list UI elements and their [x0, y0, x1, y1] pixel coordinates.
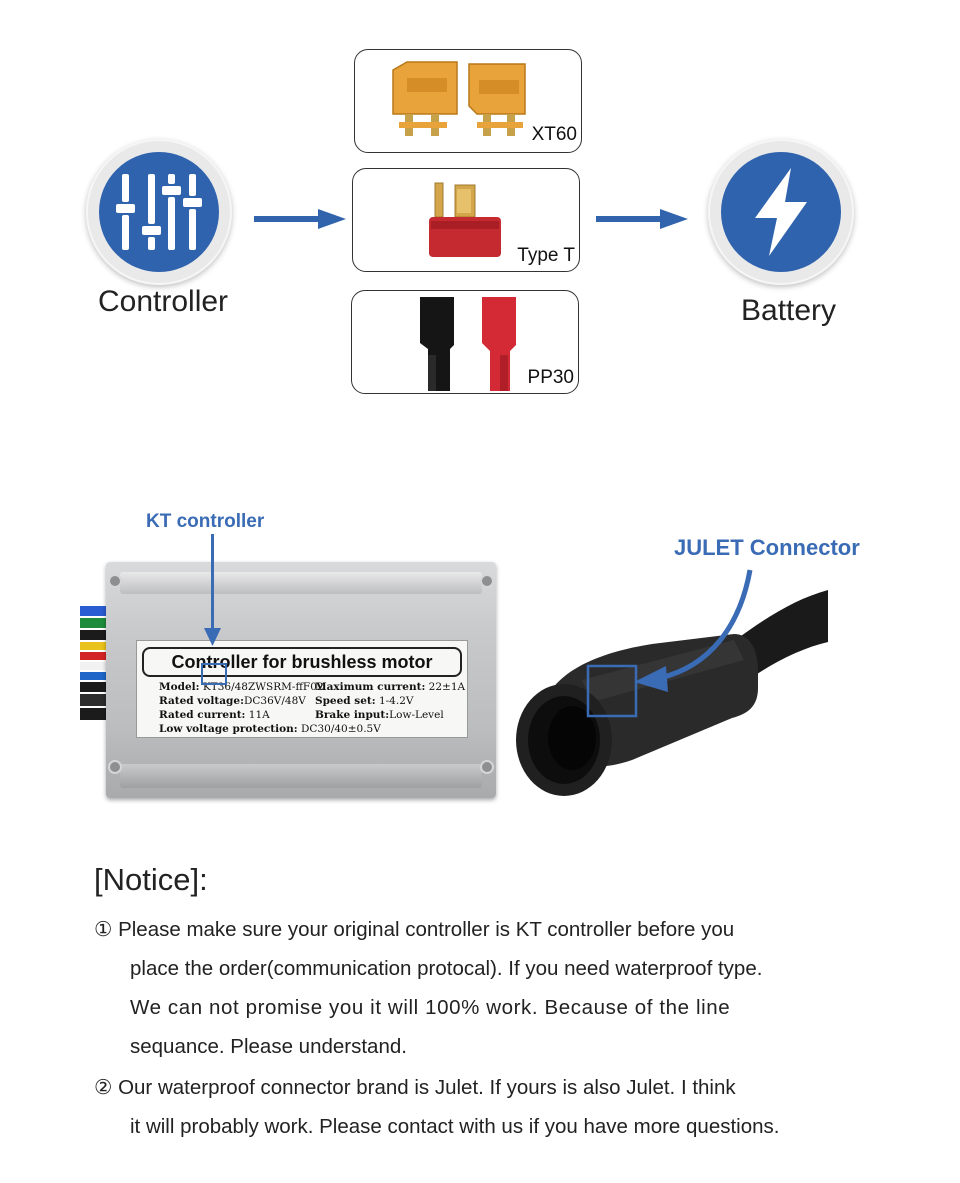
controller-label: Controller: [98, 285, 229, 318]
battery-icon-circle: [708, 139, 854, 285]
lightning-bolt-icon: [721, 152, 841, 272]
screw-icon: [108, 760, 122, 774]
controller-spec-plate: Controller for brushless motor Model: KT…: [136, 640, 468, 738]
screw-icon: [480, 574, 494, 588]
arrow-right-icon: [254, 209, 346, 229]
connector-pp30-label: PP30: [527, 367, 574, 388]
connector-pp30-box: PP30: [351, 290, 579, 394]
connector-xt60-box: XT60: [354, 49, 582, 153]
screw-icon: [480, 760, 494, 774]
notice-title: [Notice]:: [94, 862, 208, 897]
pp30-plug-icon: [420, 297, 516, 391]
julet-pointer-arrow: [634, 569, 753, 692]
notice-line-2: place the order(communication protocal).…: [130, 957, 763, 980]
spec-speed-set: Speed set: 1-4.2V: [315, 695, 414, 707]
connector-type-t-label: Type T: [517, 245, 575, 266]
kt-pointer-arrow: [201, 534, 227, 685]
screw-icon: [108, 574, 122, 588]
julet-connector-label: JULET Connector: [674, 535, 860, 560]
notice-line-5: ② Our waterproof connector brand is Jule…: [94, 1076, 736, 1099]
controller-plate-title: Controller for brushless motor: [142, 647, 462, 677]
controller-wires: [80, 606, 130, 720]
connector-xt60-label: XT60: [531, 124, 577, 145]
controller-icon-circle: [86, 139, 232, 285]
kt-controller-photo: Controller for brushless motor Model: KT…: [106, 562, 496, 798]
spec-rated-current: Rated current: 11A: [159, 709, 270, 721]
spec-model: Model: KT36/48ZWSRM-ffF02: [159, 681, 324, 693]
spec-rated-voltage: Rated voltage:DC36V/48V: [159, 695, 306, 707]
sliders-icon: [99, 152, 219, 272]
spec-low-voltage: Low voltage protection: DC30/40±0.5V: [159, 723, 381, 735]
controller-top-fin: [120, 572, 482, 594]
connector-type-t-box: Type T: [352, 168, 580, 272]
notice-line-3: We can not promise you it will 100% work…: [130, 996, 731, 1019]
spec-brake-input: Brake input:Low-Level: [315, 709, 444, 721]
julet-connector-photo: [516, 590, 828, 796]
arrow-right-icon: [596, 209, 688, 229]
notice-line-6: it will probably work. Please contact wi…: [130, 1115, 780, 1138]
battery-label: Battery: [741, 294, 837, 327]
controller-bottom-fin: [120, 764, 482, 788]
xt60-plug-icon: [392, 61, 526, 136]
type-t-plug-icon: [429, 182, 501, 257]
notice-line-1: ① Please make sure your original control…: [94, 918, 735, 941]
spec-max-current: Maximum current: 22±1A: [315, 681, 466, 693]
notice-line-4: sequance. Please understand.: [130, 1035, 407, 1058]
kt-controller-label: KT controller: [146, 511, 265, 532]
